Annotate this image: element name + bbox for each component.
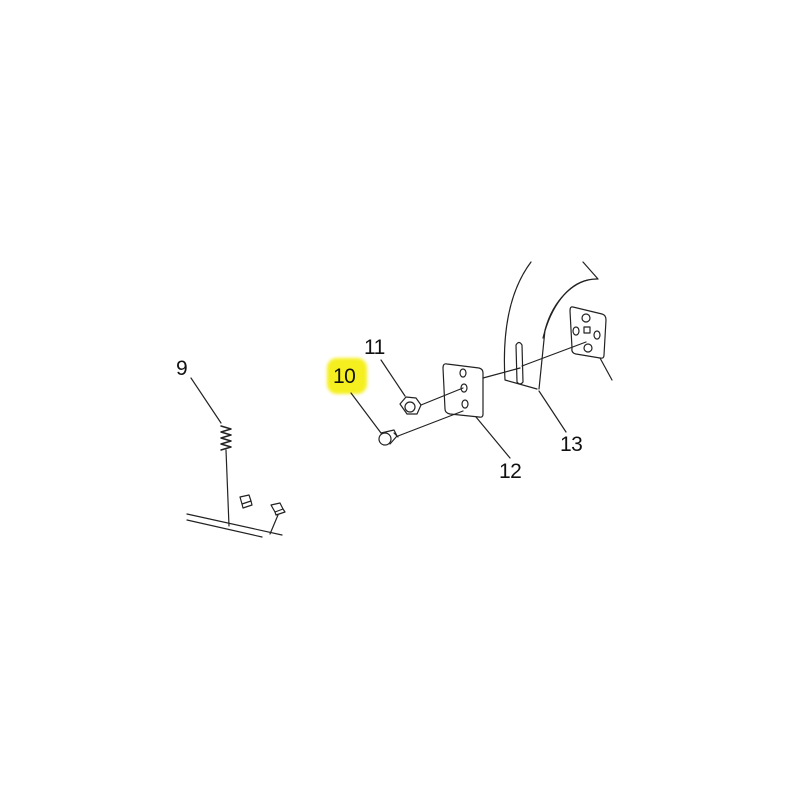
callout-label-13: 13	[560, 433, 583, 456]
curved-bracket	[503, 261, 599, 390]
slotted-plate	[569, 306, 607, 359]
callout-highlight	[327, 358, 367, 394]
mounting-plate	[442, 363, 484, 418]
leader-line-12	[475, 416, 511, 459]
base-rail	[186, 513, 283, 538]
square-nut-icon	[269, 502, 286, 535]
spring-icon	[220, 425, 232, 451]
callout-label-12: 12	[499, 460, 522, 483]
bolt-icon	[378, 429, 399, 446]
leader-line-13	[538, 390, 567, 433]
leader-line-9	[190, 377, 222, 424]
leader-line-11	[380, 359, 406, 397]
square-nut-icon	[239, 494, 253, 509]
callout-label-10: 10	[333, 365, 356, 388]
callout-label-11: 11	[364, 336, 385, 359]
hex-nut-icon	[399, 396, 422, 415]
leader-line-10	[350, 392, 382, 434]
callout-label-9: 9	[176, 357, 188, 380]
